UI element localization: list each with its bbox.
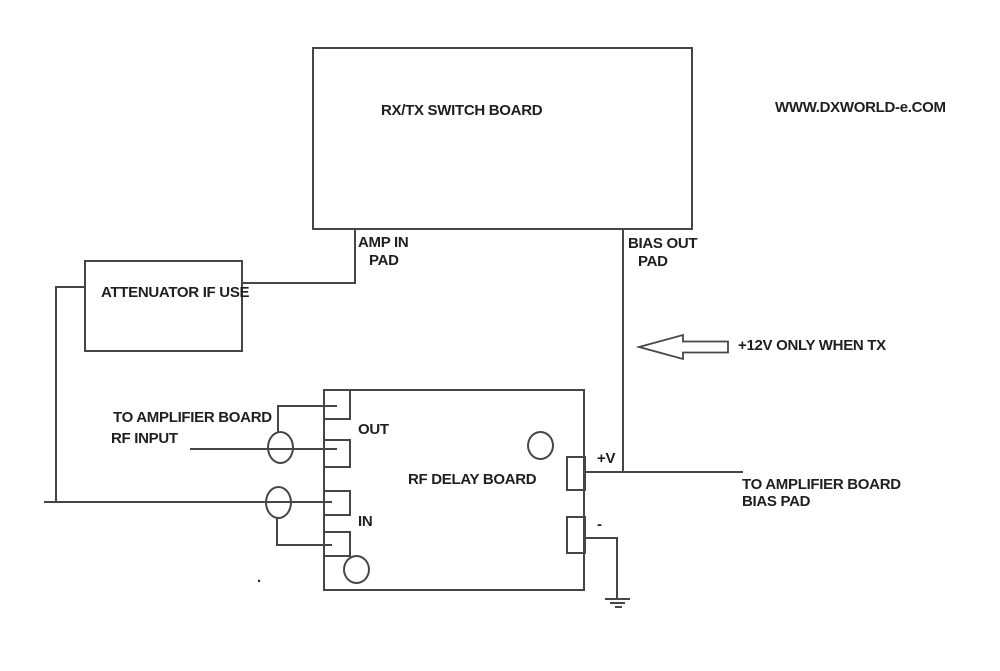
wire-in-pad-bottom: [276, 544, 332, 546]
wire-out-pad-top: [277, 405, 337, 407]
wire-left-vertical: [55, 286, 57, 503]
tx-voltage-label: +12V ONLY WHEN TX: [738, 337, 886, 354]
wire-to-in-connector: [44, 501, 332, 503]
wire-attenuator-left: [55, 286, 84, 288]
left-arrow-icon: [636, 333, 729, 361]
amp-in-pad-label-line2: PAD: [369, 252, 399, 269]
minus-pad: [566, 516, 586, 554]
rf-delay-board-label: RF DELAY BOARD: [408, 471, 537, 488]
to-amplifier-rf-label-line2: RF INPUT: [111, 430, 178, 447]
wire-amp-in-drop: [354, 230, 356, 284]
rf-out-pad-2: [323, 439, 351, 468]
to-amplifier-rf-label-line1: TO AMPLIFIER BOARD: [113, 409, 272, 426]
wire-bias-out-drop: [622, 230, 624, 473]
minus-pad-label: -: [597, 516, 602, 533]
stray-dot: .: [257, 569, 261, 586]
wire-plus-v: [585, 471, 743, 473]
connector-circle-in: [265, 486, 292, 519]
connector-circle-out: [267, 431, 294, 464]
wire-rf-input: [190, 448, 337, 450]
plus-v-pad-label: +V: [597, 450, 616, 467]
out-pad-label: OUT: [358, 421, 389, 438]
rx-tx-switch-board-label: RX/TX SWITCH BOARD: [381, 102, 543, 119]
wire-minus: [585, 537, 618, 539]
ground-bar-1: [605, 598, 630, 600]
bias-out-pad-label-line2: PAD: [638, 253, 668, 270]
to-amplifier-bias-label-line1: TO AMPLIFIER BOARD: [742, 476, 901, 493]
mounting-hole-top-icon: [527, 431, 554, 460]
rf-out-pad-1: [323, 389, 351, 420]
bias-out-pad-label-line1: BIAS OUT: [628, 235, 698, 252]
mounting-hole-bottom-icon: [343, 555, 370, 584]
rf-in-pad-1: [323, 490, 351, 516]
wire-attenuator-right: [243, 282, 356, 284]
attenuator-label: ATTENUATOR IF USE: [101, 284, 250, 301]
rf-in-pad-2: [323, 531, 351, 557]
website-watermark: WWW.DXWORLD-e.COM: [775, 99, 946, 116]
ground-bar-3: [615, 606, 622, 608]
ground-bar-2: [610, 602, 625, 604]
in-pad-label: IN: [358, 513, 373, 530]
plus-v-pad: [566, 456, 586, 491]
attenuator-box: [84, 260, 243, 352]
wire-ground-drop: [616, 537, 618, 599]
amp-in-pad-label-line1: AMP IN: [358, 234, 409, 251]
to-amplifier-bias-label-line2: BIAS PAD: [742, 493, 811, 510]
wire-in-circle-drop: [276, 518, 278, 546]
wire-out-circle-drop: [277, 405, 279, 432]
rx-tx-switch-board-box: [312, 47, 693, 230]
